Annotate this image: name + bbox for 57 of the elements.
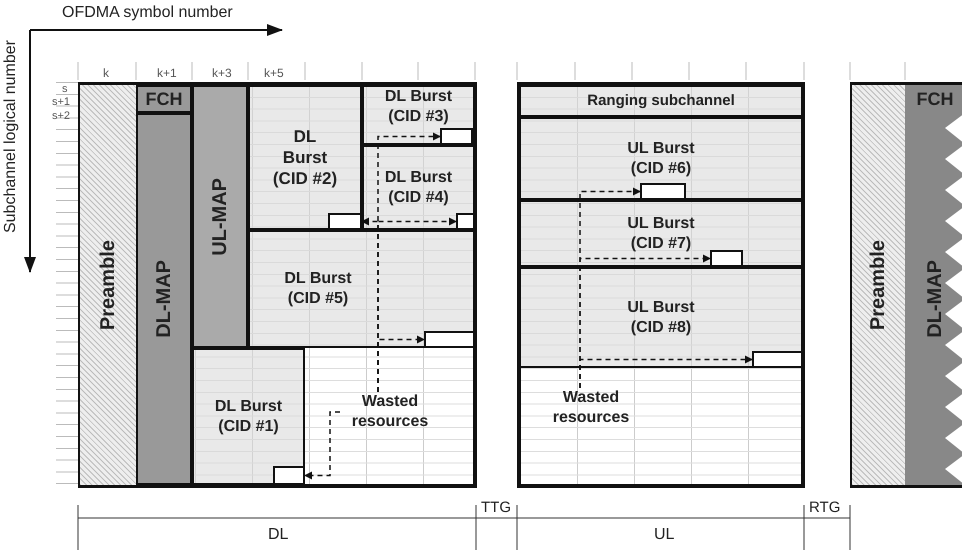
column-number: k+3: [212, 66, 232, 80]
padding-slot: [424, 331, 475, 348]
row-number: s+1: [52, 96, 70, 108]
row-number: s+2: [52, 110, 70, 122]
preamble-column: [852, 85, 905, 485]
row-number: s: [62, 83, 68, 95]
burst-label: UL Burst (CID #8): [626, 298, 696, 338]
next-frame: [850, 82, 962, 488]
burst-label: DL Burst (CID #3): [384, 87, 454, 127]
burst-label: DL Burst (CID #4): [384, 168, 454, 208]
padding-slot: [456, 213, 475, 230]
map-column: [905, 113, 962, 485]
block-label: Ranging subchannel: [587, 92, 735, 110]
padding-slot: [640, 183, 686, 200]
map-column: [136, 113, 192, 485]
block-label: FCH: [916, 88, 954, 110]
burst-block: [248, 85, 362, 230]
block-label: FCH: [146, 88, 182, 110]
leader-arrow: [579, 356, 753, 388]
burst-block: [519, 117, 803, 200]
burst-label: DL Burst (CID #5): [283, 269, 353, 309]
column-number: k+5: [264, 66, 284, 80]
padding-slot: [752, 351, 803, 368]
fch-block: [136, 85, 192, 113]
padding-slot: [440, 128, 473, 145]
uplink-frame: [517, 82, 805, 488]
burst-label: UL Burst (CID #6): [626, 138, 696, 178]
burst-label: UL Burst (CID #7): [626, 214, 696, 254]
padding-slot: [710, 250, 743, 267]
padding-slot: [273, 466, 305, 485]
column-number: k: [103, 66, 109, 80]
burst-block: [519, 267, 803, 368]
axis-title: OFDMA symbol number: [62, 4, 233, 22]
fch-block: [905, 85, 962, 113]
column-number: k+1: [157, 66, 177, 80]
burst-block: [192, 348, 305, 485]
map-column: [192, 85, 248, 348]
leader-arrow: [377, 336, 425, 392]
column-label: UL-MAP: [208, 178, 232, 256]
preamble-column: [80, 85, 136, 485]
downlink-frame: [78, 82, 477, 488]
burst-block: [519, 200, 803, 267]
burst-block: [362, 145, 475, 230]
axis-title: Subchannel logical number: [2, 40, 20, 234]
padding-slot: [328, 213, 362, 230]
column-label: DL-MAP: [152, 260, 176, 338]
burst-block: [362, 85, 475, 145]
burst-label: DL Burst (CID #1): [214, 396, 284, 436]
ranging-block: [519, 85, 803, 117]
burst-label: DL Burst (CID #2): [272, 126, 338, 190]
column-label: Preamble: [867, 240, 890, 330]
annotation-text: Wasted resources: [340, 392, 440, 432]
annotation-text: Wasted resources: [545, 388, 637, 428]
leader-arrow: [304, 411, 340, 480]
burst-block: [248, 230, 475, 348]
column-label: DL-MAP: [924, 260, 946, 338]
column-label: Preamble: [96, 240, 120, 330]
